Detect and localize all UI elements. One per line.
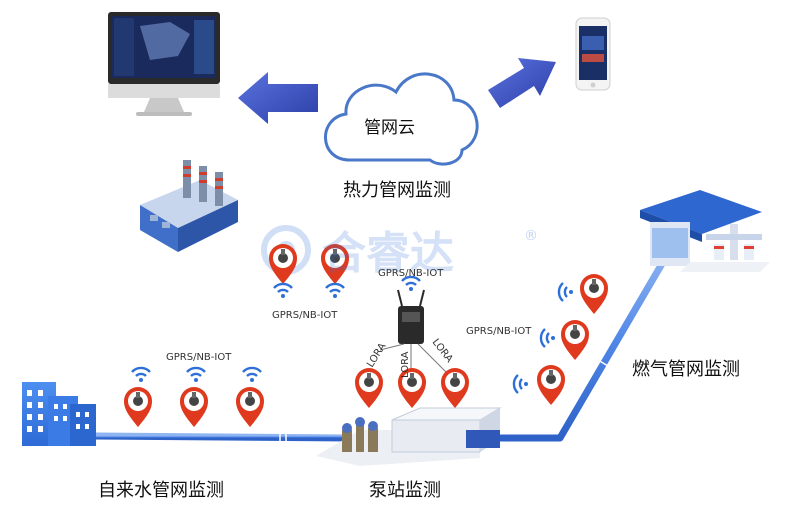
sensor-pin-icon xyxy=(537,365,565,405)
lora-label: LORA xyxy=(430,337,455,365)
arrow-to-phone xyxy=(488,58,556,108)
sensor-pin-icon xyxy=(124,387,152,427)
heat-network-label: 热力管网监测 xyxy=(343,180,451,201)
monitor-icon xyxy=(108,12,220,116)
water-pipe xyxy=(94,432,351,442)
gas-station-icon xyxy=(640,190,770,272)
wifi-icon xyxy=(557,281,575,303)
wifi-icon xyxy=(241,366,263,384)
pump-station-label: 泵站监测 xyxy=(369,480,441,501)
gateway-icon xyxy=(379,289,447,373)
arrow-to-monitor xyxy=(238,72,318,124)
sensor-pin-icon xyxy=(561,320,589,360)
watermark-registered: ® xyxy=(524,228,538,244)
sensor-pin-icon xyxy=(580,274,608,314)
wifi-icon xyxy=(185,366,207,384)
gas-network-label: 燃气管网监测 xyxy=(632,359,740,380)
watermark-text: 合睿达 xyxy=(322,228,454,279)
sensor-pin-icon xyxy=(269,244,297,284)
comm-label-water: GPRS/NB-IOT xyxy=(166,352,232,363)
factory-icon xyxy=(140,160,238,252)
comm-label-gas: GPRS/NB-IOT xyxy=(466,326,532,337)
wifi-icon xyxy=(130,366,152,384)
pump-station-icon xyxy=(316,407,502,466)
lora-label: LORA xyxy=(365,341,388,369)
lora-label: LORA xyxy=(400,351,411,378)
cloud-label: 管网云 xyxy=(364,118,415,138)
water-network-label: 自来水管网监测 xyxy=(98,480,224,501)
sensor-pin-icon xyxy=(441,368,469,408)
sensor-pin-icon xyxy=(180,387,208,427)
wifi-icon xyxy=(400,275,422,293)
wifi-icon xyxy=(272,282,294,300)
wifi-icon xyxy=(539,327,557,349)
comm-label-heat: GPRS/NB-IOT xyxy=(272,310,338,321)
cloud-icon xyxy=(324,72,479,166)
sensor-pin-icon xyxy=(355,368,383,408)
phone-icon xyxy=(575,17,611,91)
wifi-icon xyxy=(324,282,346,300)
comm-label-gateway: GPRS/NB-IOT xyxy=(378,268,444,279)
wifi-icon xyxy=(512,373,530,395)
city-icon xyxy=(22,382,96,446)
sensor-pin-icon xyxy=(236,387,264,427)
